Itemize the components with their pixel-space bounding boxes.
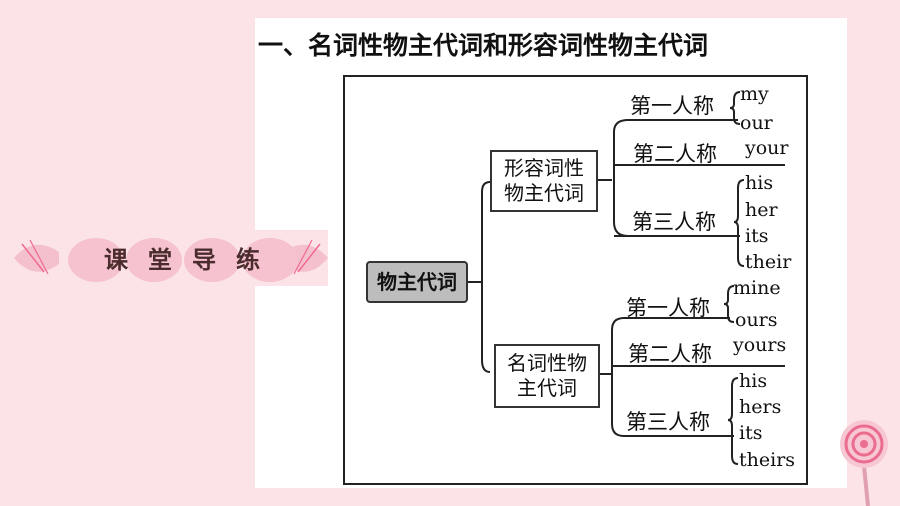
word-ours: ours [735,309,778,331]
banner-label: 课堂导练 [104,246,280,274]
word-yours: yours [733,334,787,356]
adj-second-person-label: 第二人称 [633,142,717,166]
noun-possessive-node: 名词性物 主代词 [494,344,600,408]
word-his-noun: his [739,370,768,392]
content-sheet [255,18,847,488]
word-its-adj: its [745,225,769,247]
adj-third-person-label: 第三人称 [632,210,716,234]
lollipop-decoration [840,420,888,506]
noun-possessive-label-line1: 名词性物 [507,351,587,375]
adjective-possessive-label-line2: 物主代词 [504,181,584,205]
word-his-adj: his [745,172,774,194]
noun-second-person-label: 第二人称 [628,342,712,366]
word-mine: mine [733,277,781,299]
classroom-practice-banner: 课堂导练 [14,230,328,286]
adjective-possessive-node: 形容词性 物主代词 [490,150,598,212]
root-node: 物主代词 [366,261,468,303]
adj-first-person-label: 第一人称 [630,94,714,118]
adjective-possessive-label-line1: 形容词性 [504,156,584,180]
word-theirs: theirs [739,449,796,471]
word-hers: hers [739,396,782,418]
root-label: 物主代词 [377,270,457,294]
noun-possessive-label-line2: 主代词 [517,376,577,400]
word-their: their [745,251,792,273]
banner-decoration [14,230,328,286]
word-her: her [745,199,778,221]
word-our: our [740,112,773,134]
word-your: your [745,137,789,159]
word-its-noun: its [739,422,763,444]
noun-first-person-label: 第一人称 [626,296,710,320]
diagram-frame [343,75,808,485]
noun-third-person-label: 第三人称 [626,410,710,434]
word-my: my [740,83,769,105]
section-title: 一、名词性物主代词和形容词性物主代词 [258,31,709,60]
